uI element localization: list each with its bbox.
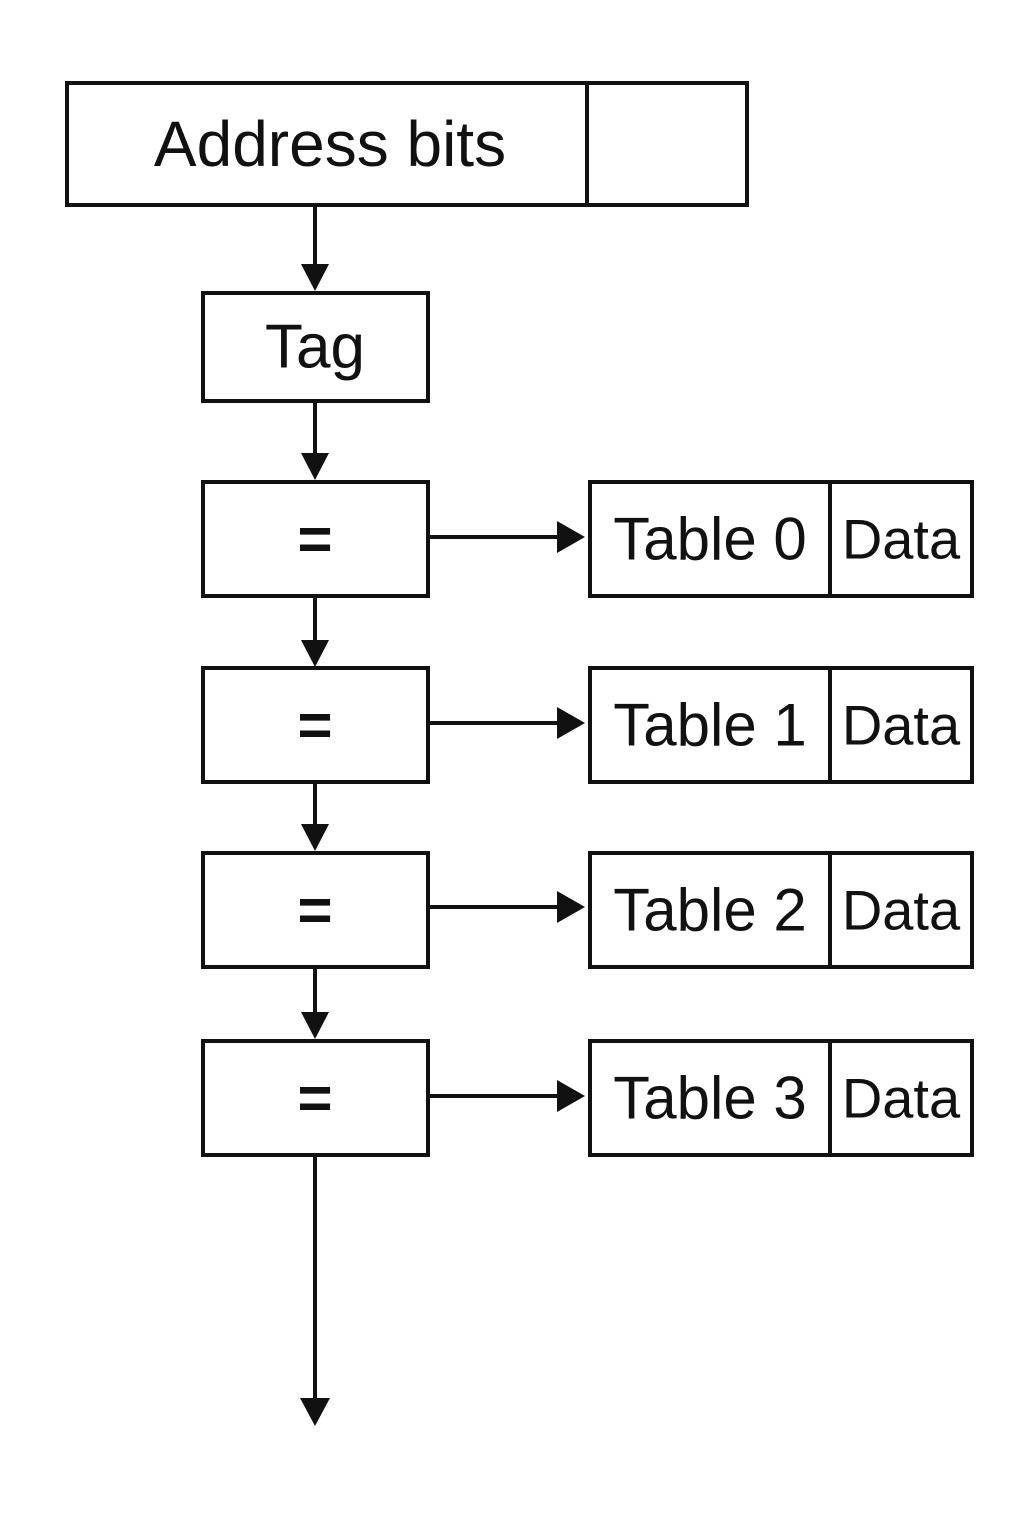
comparator-2-symbol: = xyxy=(297,877,332,944)
comparator-1-box xyxy=(201,666,430,784)
arrow-comparator-2-to-comparator-3 xyxy=(301,967,329,1039)
comparator-0-box xyxy=(201,480,430,598)
table-2-data-field: Data xyxy=(842,879,961,942)
arrow-address-to-tag xyxy=(301,205,329,291)
table-3-box xyxy=(588,1039,974,1157)
table-1-box xyxy=(588,666,974,784)
table-3-name: Table 3 xyxy=(613,1065,806,1132)
arrow-comparator-1-to-comparator-2 xyxy=(301,782,329,851)
table-1-name: Table 1 xyxy=(613,692,806,759)
table-0-name: Table 0 xyxy=(613,506,806,573)
arrow-tag-to-comparator-0 xyxy=(301,401,329,480)
tag-block: Tag xyxy=(201,291,430,403)
tag-label: Tag xyxy=(265,313,365,382)
table-1-data-field: Data xyxy=(842,694,961,757)
table-2-box xyxy=(588,851,974,969)
arrow-comparator-0-to-comparator-1 xyxy=(301,596,329,667)
comparator-row-0: = Table 0 Data xyxy=(201,480,974,598)
table-0-data-field: Data xyxy=(842,508,961,571)
comparator-row-2: = Table 2 Data xyxy=(201,851,974,969)
comparator-0-symbol: = xyxy=(297,506,332,573)
address-register-box xyxy=(65,81,749,207)
comparator-3-box xyxy=(201,1039,430,1157)
table-0-box xyxy=(588,480,974,598)
tag-box xyxy=(201,291,430,403)
comparator-row-1: = Table 1 Data xyxy=(201,666,974,784)
address-register: Address bits xyxy=(65,81,749,207)
comparator-1-symbol: = xyxy=(297,692,332,759)
address-bits-label: Address bits xyxy=(154,108,506,180)
comparator-3-symbol: = xyxy=(297,1065,332,1132)
table-3-data-field: Data xyxy=(842,1067,961,1130)
comparator-2-box xyxy=(201,851,430,969)
table-2-name: Table 2 xyxy=(613,877,806,944)
comparator-row-3: = Table 3 Data xyxy=(201,1039,974,1157)
arrow-miss-output xyxy=(300,1155,330,1426)
